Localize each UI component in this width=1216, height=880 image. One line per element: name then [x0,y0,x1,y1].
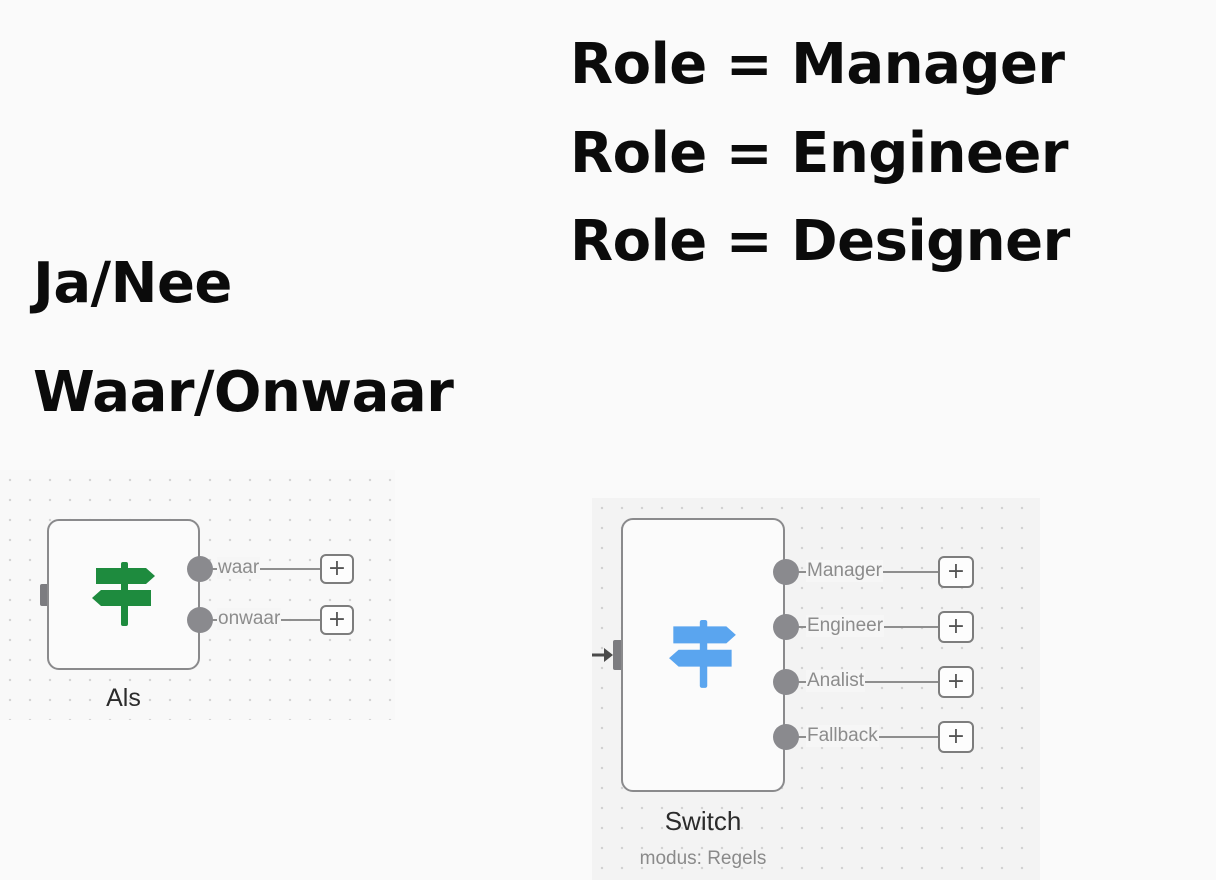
if-output-line-true [200,568,322,570]
switch-output-handle-analist[interactable] [773,669,799,695]
switch-output-label-analist: Analist [806,670,866,692]
if-output-label-true: waar [217,557,261,579]
workflow-canvas-if[interactable]: waar + onwaar + Als [0,470,395,720]
heading-waar-onwaar: Waar/Onwaar [33,360,454,425]
switch-output-handle-fallback[interactable] [773,724,799,750]
switch-add-button-fallback[interactable]: + [938,721,974,753]
workflow-canvas-switch[interactable]: Manager + Engineer + Analist + Fallback … [592,498,1040,880]
switch-node-title: Switch [664,806,742,836]
switch-add-button-manager[interactable]: + [938,556,974,588]
heading-role-engineer: Role = Engineer [570,121,1069,186]
if-add-button-true[interactable]: + [320,554,354,584]
input-arrow-icon [592,648,613,662]
if-node-title: Als [106,684,141,712]
heading-role-designer: Role = Designer [570,209,1070,274]
switch-output-handle-engineer[interactable] [773,614,799,640]
heading-role-manager: Role = Manager [570,32,1065,97]
if-output-label-false: onwaar [217,608,282,630]
switch-node-subtitle: modus: Regels [639,848,767,869]
switch-output-handle-manager[interactable] [773,559,799,585]
if-output-handle-false[interactable] [187,607,213,633]
switch-add-button-analist[interactable]: + [938,666,974,698]
if-output-handle-true[interactable] [187,556,213,582]
if-add-button-false[interactable]: + [320,605,354,635]
signpost-icon [92,562,155,626]
switch-add-button-engineer[interactable]: + [938,611,974,643]
signpost-icon [669,620,736,688]
switch-output-label-manager: Manager [806,560,883,582]
switch-output-label-engineer: Engineer [806,615,885,637]
heading-ja-nee: Ja/Nee [33,251,232,316]
switch-output-label-fallback: Fallback [806,725,879,747]
